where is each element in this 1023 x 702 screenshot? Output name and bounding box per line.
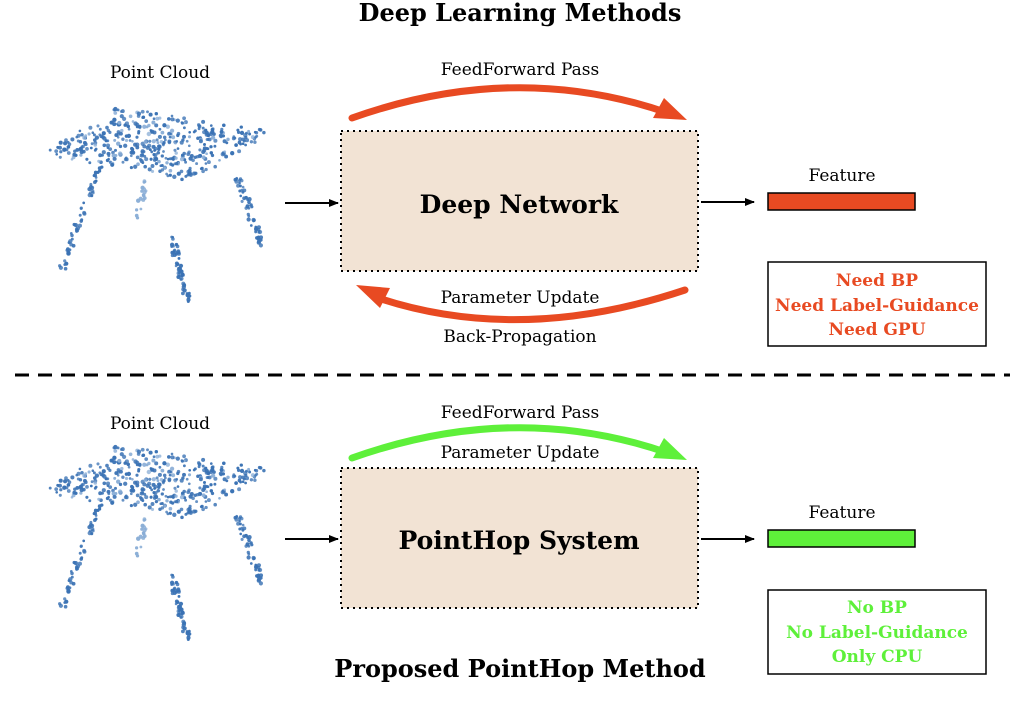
deep-network-label: Deep Network [420,190,619,219]
top-backprop-arrow [374,286,689,324]
top-feedforward-label: FeedForward Pass [441,60,599,80]
top-point-cloud-label: Point Cloud [110,63,210,83]
top-backprop-label: Back-Propagation [443,327,596,347]
deep-network-box [340,130,699,272]
top-point-cloud-image [48,106,266,303]
top-feature-label: Feature [808,166,875,186]
top-backprop-arrowhead [356,285,390,308]
bottom-point-cloud-image [48,444,266,641]
top-feedforward-arrowhead [653,98,687,120]
bottom-section-title: Proposed PointHop Method [334,654,706,683]
bottom-feedforward-arrowhead [653,438,687,460]
pointhop-system-box [340,467,699,609]
bottom-point-cloud-label: Point Cloud [110,414,210,434]
bottom-property-bp: No BP [847,598,907,618]
top-feature-vector [767,192,916,211]
bottom-property-cpu: Only CPU [832,647,923,667]
bottom-property-label-guidance: No Label-Guidance [786,623,968,643]
bottom-feedforward-arrow [348,424,672,462]
bottom-feedforward-label: FeedForward Pass [441,403,599,423]
bottom-feature-vector [767,529,916,548]
top-feedforward-arrow [348,84,672,122]
pointhop-system-label: PointHop System [398,526,639,555]
top-property-bp: Need BP [836,271,918,291]
top-properties-box [767,261,987,347]
top-parameter-update-label: Parameter Update [441,288,600,308]
top-property-label-guidance: Need Label-Guidance [775,296,979,316]
top-property-gpu: Need GPU [828,320,925,340]
bottom-feature-label: Feature [808,503,875,523]
bottom-parameter-update-label: Parameter Update [441,443,600,463]
bottom-properties-box [767,589,987,675]
top-section-title: Deep Learning Methods [359,0,682,27]
